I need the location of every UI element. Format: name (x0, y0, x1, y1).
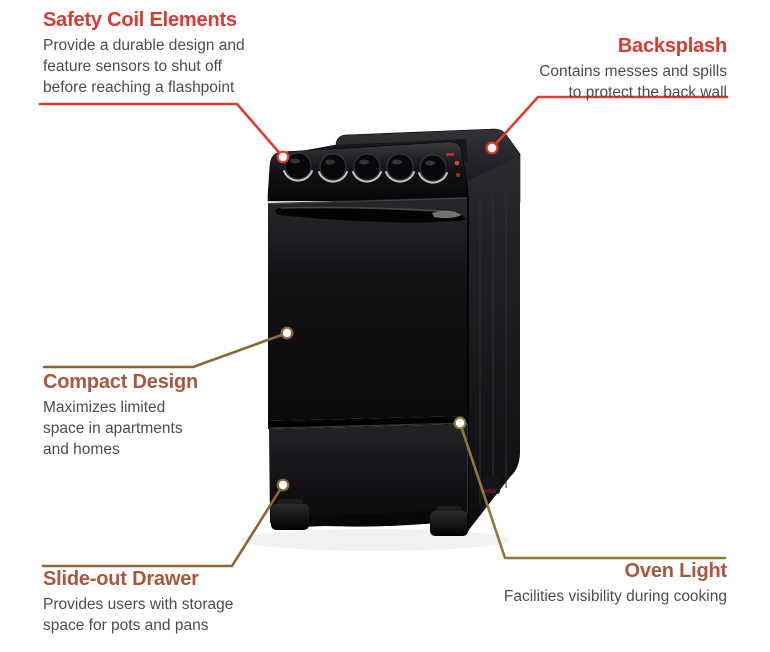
callout-compact-design: Compact Design Maximizes limited space i… (43, 371, 253, 460)
callout-oven-light: Oven Light Facilities visibility during … (427, 560, 727, 607)
callout-line-compact-design (42, 331, 289, 369)
callout-dot-slide-out-drawer (276, 478, 290, 492)
drawer-gap-highlight (268, 422, 468, 429)
callout-line-oven-light (458, 421, 727, 560)
drawer-gap (268, 416, 468, 429)
oven-door (268, 201, 468, 421)
callout-body: Provide a durable design and feature sen… (43, 37, 245, 96)
callout-dot-oven-light (453, 416, 467, 430)
side-panel (468, 156, 520, 531)
control-knob (352, 153, 382, 183)
control-knob (418, 154, 448, 184)
callout-dot-safety-coil (276, 150, 290, 164)
callout-line-safety-coil (38, 102, 285, 159)
floor-shadow (240, 529, 510, 551)
door-trim-highlight (267, 197, 469, 205)
stove-foot-reflection (484, 489, 496, 493)
control-knob (283, 152, 313, 182)
burner-knobs (283, 152, 448, 184)
callout-line-backsplash (490, 95, 729, 150)
base-strip (300, 511, 437, 527)
callout-title: Compact Design (43, 371, 199, 393)
control-panel (267, 141, 469, 202)
storage-drawer (269, 424, 468, 527)
stove-foot (430, 511, 468, 536)
callout-backsplash: Backsplash Contains messes and spills to… (477, 35, 727, 103)
callout-title: Safety Coil Elements (43, 9, 237, 31)
indicator-light-icon (454, 160, 460, 166)
callout-body: Maximizes limited space in apartments an… (43, 399, 183, 458)
stove-foot (271, 504, 309, 530)
callout-dot-compact-design (280, 326, 294, 340)
control-knob (318, 153, 348, 183)
door-handle (275, 206, 466, 223)
stove-feet (271, 476, 500, 536)
callout-dot-backsplash (485, 141, 499, 155)
callout-line-slide-out-drawer (41, 483, 285, 568)
callout-body: Facilities visibility during cooking (503, 588, 727, 605)
callout-slide-out-drawer: Slide-out Drawer Provides users with sto… (43, 568, 293, 636)
callout-title: Slide-out Drawer (43, 568, 199, 590)
control-knob (385, 153, 415, 183)
callout-body: Contains messes and spills to protect th… (539, 63, 727, 101)
callout-title: Oven Light (624, 560, 728, 582)
callout-title: Backsplash (617, 35, 727, 57)
callout-body: Provides users with storage space for po… (43, 596, 234, 634)
indicator-light-icon (456, 173, 460, 177)
callout-safety-coil-elements: Safety Coil Elements Provide a durable d… (43, 9, 293, 98)
indicator-label (446, 153, 454, 156)
